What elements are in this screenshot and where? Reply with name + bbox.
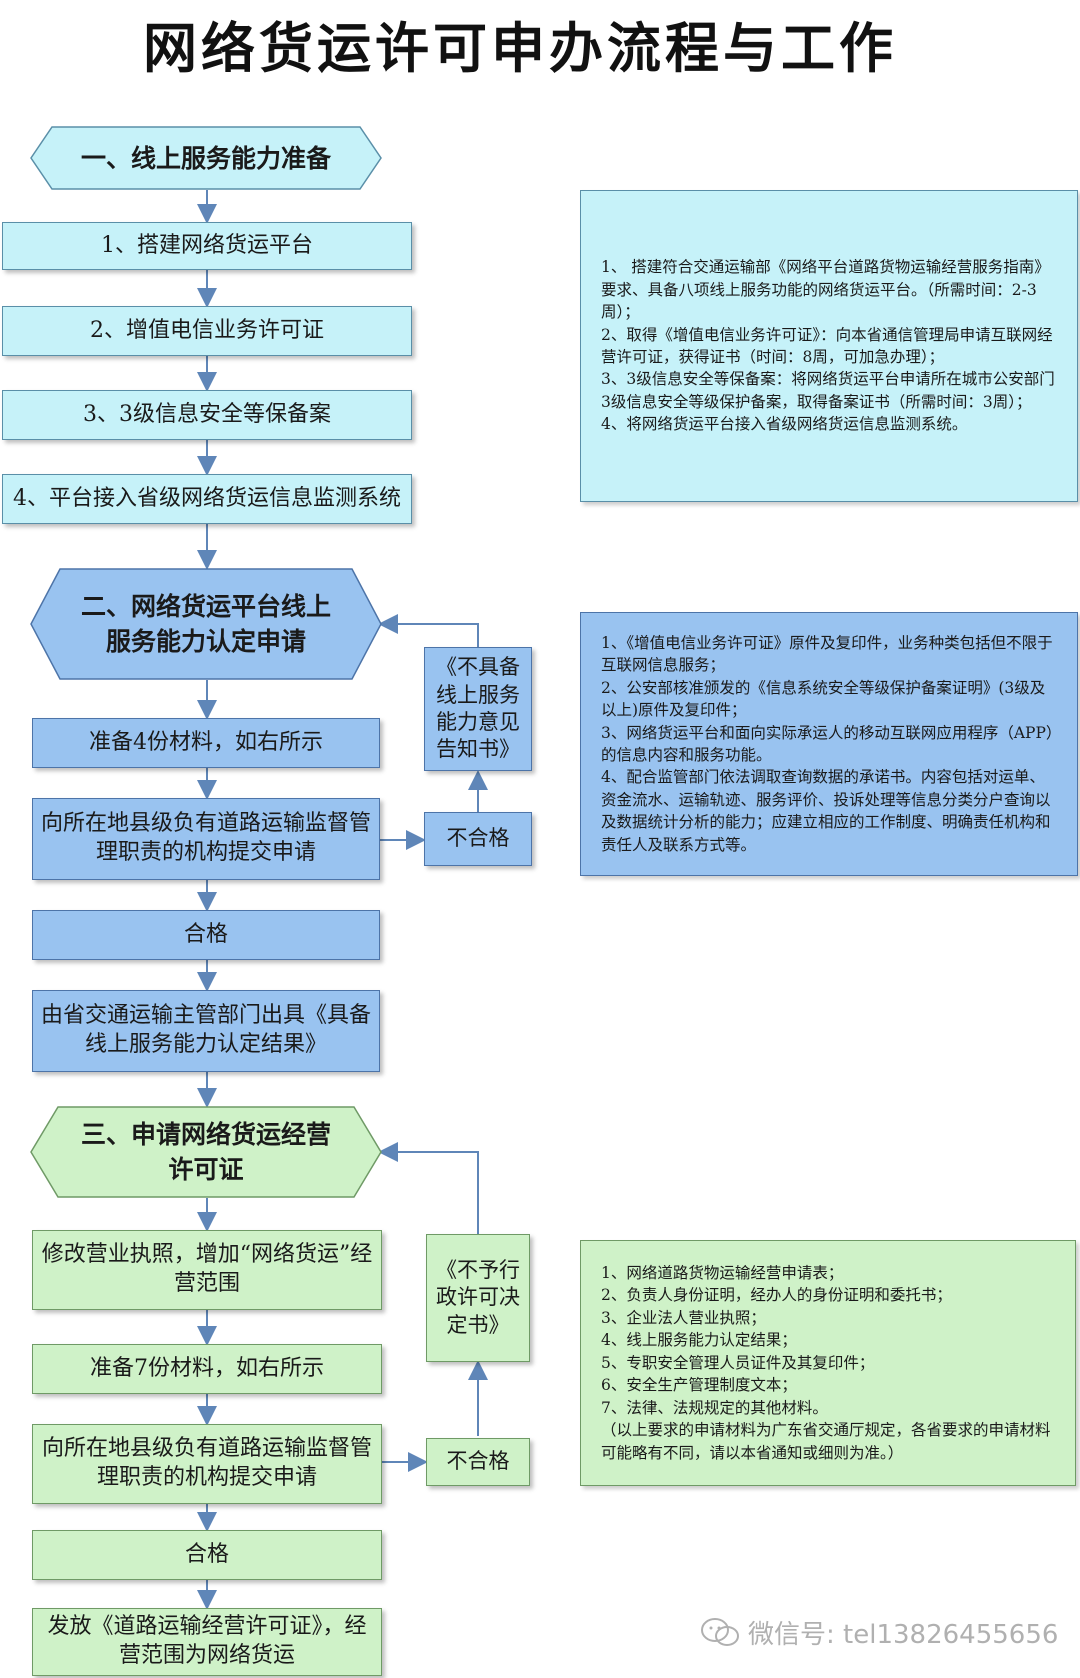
stage1-step-4: 4、平台接入省级网络货运信息监测系统 [2,474,412,524]
stage3-heading: 三、申请网络货运经营 许可证 [30,1106,382,1198]
stage1-heading-text: 一、线上服务能力准备 [80,143,331,173]
stage3-note-1: 1、网络道路货物运输经营申请表； [601,1263,844,1282]
stage2-note-4: 4、配合监管部门依法调取查询数据的承诺书。内容包括对运单、资金流水、运输轨迹、服… [601,768,1051,854]
stage1-heading: 一、线上服务能力准备 [30,126,382,190]
stage3-heading-line2: 许可证 [168,1155,244,1184]
stage2-heading-shape [30,568,382,680]
page-title: 网络货运许可申办流程与工作 [143,17,897,80]
stage2-step-4: 由省交通运输主管部门出具《具备线上服务能力认定结果》 [32,990,380,1072]
stage3-note-3: 3、企业法人营业执照； [601,1308,766,1327]
stage2-notes: 1、《增值电信业务许可证》原件及复印件，业务种类包括但不限于互联网信息服务； 2… [580,612,1078,876]
stage3-note-8: （以上要求的申请材料为广东省交通厅规定，各省要求的申请材料可能略有不同，请以本省… [601,1421,1051,1462]
stage1-step-1: 1、搭建网络货运平台 [2,222,412,270]
stage3-step-5: 发放《道路运输经营许可证》，经营范围为网络货运 [32,1608,382,1676]
stage3-step-4: 合格 [32,1530,382,1580]
stage1-note-4: 4、将网络货运平台接入省级网络货运信息监测系统。 [601,415,968,434]
stage1-step-3: 3、3级信息安全等保备案 [2,390,412,440]
stage2-heading-line1: 二、网络货运平台线上 [80,592,331,621]
stage2-note-2: 2、公安部核准颁发的《信息系统安全等级保护备案证明》(3级及以上)原件及复印件； [601,678,1046,720]
stage3-note-6: 6、安全生产管理制度文本； [601,1376,797,1395]
stage2-notice-box: 《不具备线上服务能力意见告知书》 [424,647,532,771]
stage3-note-7: 7、法律、法规规定的其他材料。 [601,1398,828,1417]
wechat-icon [701,1618,739,1646]
stage3-note-2: 2、负责人身份证明，经办人的身份证明和委托书； [601,1286,952,1305]
stage2-note-1: 1、《增值电信业务许可证》原件及复印件，业务种类包括但不限于互联网信息服务； [601,633,1053,675]
stage2-heading: 二、网络货运平台线上 服务能力认定申请 [30,568,382,680]
stage1-step-2: 2、增值电信业务许可证 [2,306,412,356]
stage3-notes: 1、网络道路货物运输经营申请表； 2、负责人身份证明，经办人的身份证明和委托书；… [580,1240,1076,1486]
stage2-step-1: 准备4份材料，如右所示 [32,718,380,768]
stage1-note-2: 2、取得《增值电信业务许可证》：向本省通信管理局申请互联网经营许可证，获得证书（… [601,325,1053,366]
stage1-note-1: 1、 搭建符合交通运输部《网络平台道路货物运输经营服务指南》要求、具备八项线上服… [601,258,1050,322]
stage1-heading-shape [30,126,382,190]
watermark-text: 微信号: tel13826455656 [748,1619,1059,1650]
stage3-step-2: 准备7份材料，如右所示 [32,1344,382,1394]
stage2-note-3: 3、网络货运平台和面向实际承运人的移动互联网应用程序（APP）的信息内容和服务功… [601,723,1054,764]
stage1-notes: 1、 搭建符合交通运输部《网络平台道路货物运输经营服务指南》要求、具备八项线上服… [580,190,1078,502]
stage2-step-2: 向所在地县级负有道路运输监督管理职责的机构提交申请 [32,798,380,880]
stage3-heading-line1: 三、申请网络货运经营 [80,1120,331,1149]
stage3-step-1: 修改营业执照，增加“网络货运”经营范围 [32,1230,382,1310]
stage3-step-3: 向所在地县级负有道路运输监督管理职责的机构提交申请 [32,1424,382,1504]
stage2-heading-line2: 服务能力认定申请 [105,627,306,656]
stage3-note-5: 5、专职安全管理人员证件及其复印件； [601,1353,875,1372]
watermark: 微信号: tel13826455656 [700,1612,1070,1652]
stage2-step-3: 合格 [32,910,380,960]
stage2-fail-box: 不合格 [424,812,532,866]
stage3-heading-shape [30,1106,382,1198]
stage3-fail-box: 不合格 [426,1438,530,1486]
stage1-note-3: 3、3级信息安全等保备案：将网络货运平台申请所在城市公安部门3级信息安全等级保护… [601,370,1055,411]
stage3-notice-box: 《不予行政许可决定书》 [426,1234,530,1362]
stage3-note-4: 4、线上服务能力认定结果； [601,1331,797,1350]
